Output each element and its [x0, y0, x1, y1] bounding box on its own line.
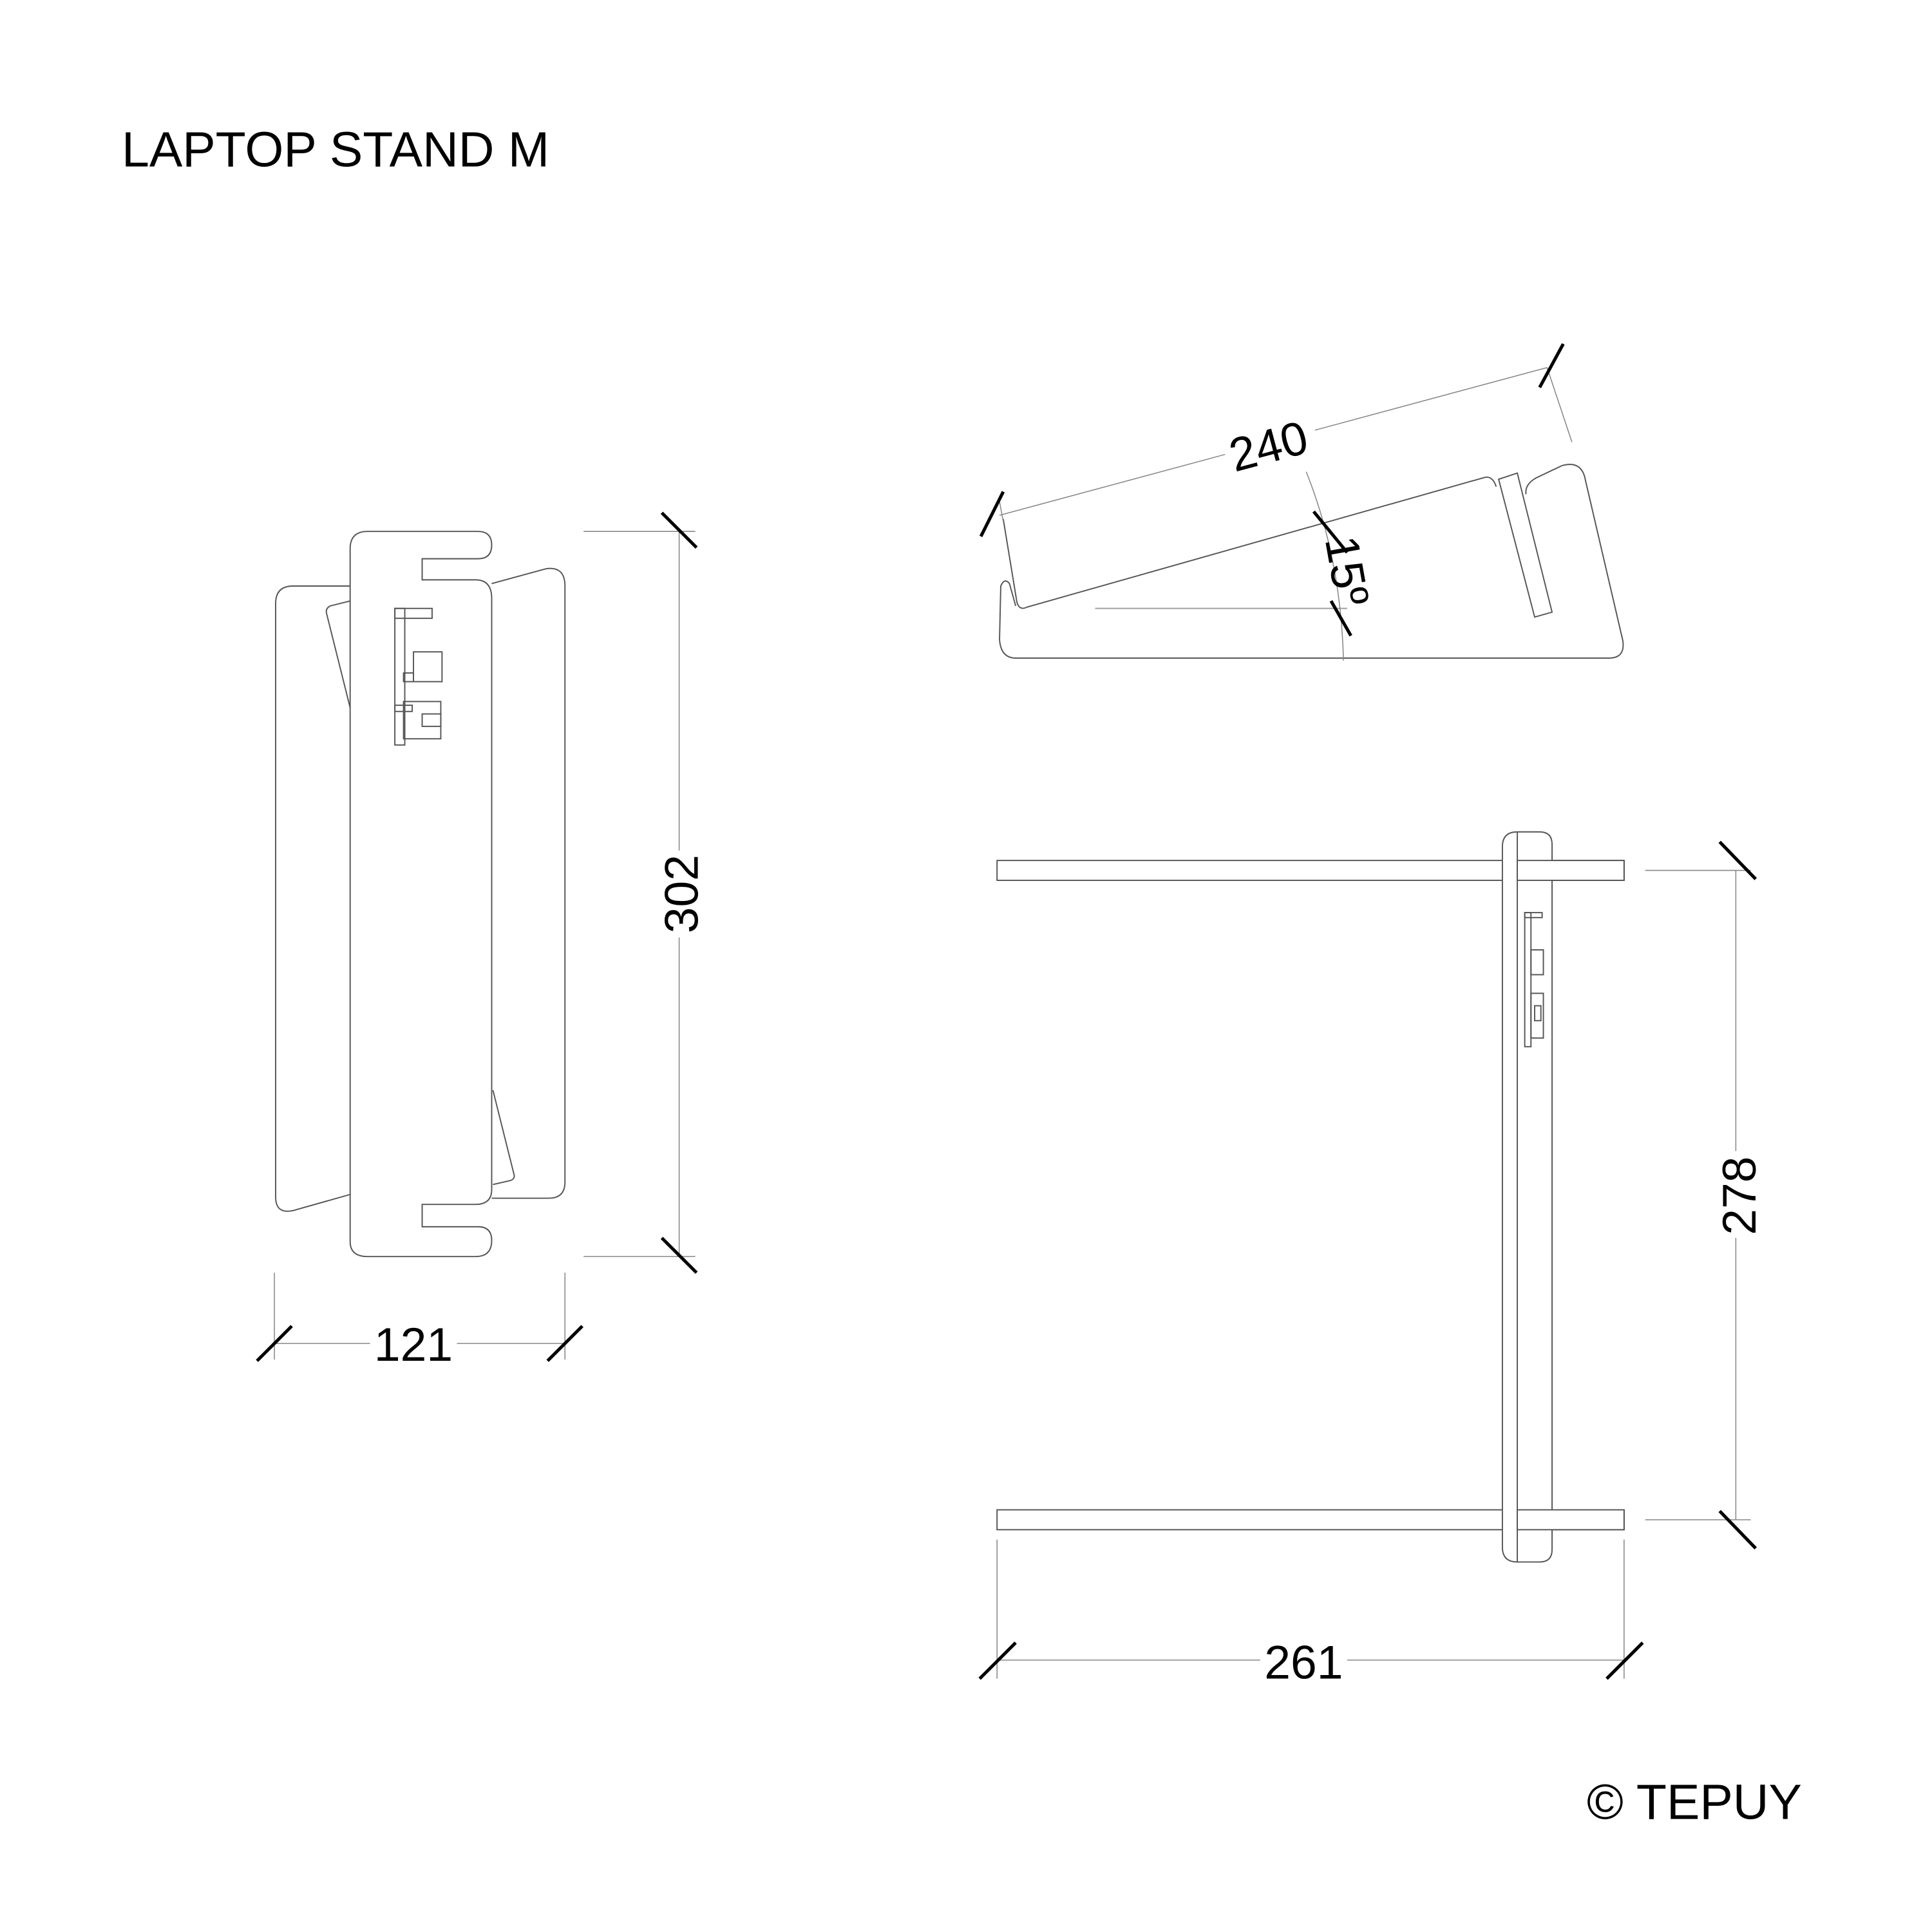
- dimension-tick: [1312, 510, 1349, 554]
- right-panel: [491, 567, 566, 1199]
- dimension-label-302: 302: [656, 855, 708, 933]
- rail-top-end: [1517, 860, 1625, 881]
- base-profile: [999, 464, 1624, 659]
- vertical-panel: [1501, 831, 1553, 1563]
- dimension-302: 302: [583, 511, 708, 1274]
- dimension-240: 240: [979, 343, 1573, 538]
- dimension-tick: [978, 1641, 1017, 1680]
- dimension-label-240: 240: [1224, 411, 1313, 482]
- dimension-tick: [660, 511, 698, 549]
- dimension-278: 278: [1645, 840, 1766, 1549]
- dimension-label-261: 261: [1264, 1636, 1343, 1689]
- top-view: 278 261: [978, 831, 1766, 1689]
- center-panel: [349, 531, 493, 1258]
- dimension-label-121: 121: [374, 1318, 453, 1371]
- dimension-angle-15: 15º: [1312, 510, 1379, 637]
- dimension-tick: [1605, 1641, 1644, 1680]
- support-slot: [1497, 472, 1553, 618]
- front-view: 302 121: [256, 511, 708, 1371]
- side-view: 240 15º: [979, 343, 1624, 661]
- dimension-tick: [256, 1325, 293, 1362]
- angle-arc: [1305, 471, 1344, 661]
- dimension-tick: [1718, 1510, 1757, 1549]
- rail-bottom-end: [1517, 1509, 1625, 1531]
- tepuy-logo-top: [1524, 912, 1544, 1048]
- back-panel: [275, 585, 350, 1212]
- top-plate: [1002, 477, 1497, 609]
- dimension-tick: [1329, 600, 1352, 637]
- dimension-tick: [546, 1325, 584, 1362]
- dimension-tick: [1538, 343, 1565, 388]
- dimension-121: 121: [256, 1273, 584, 1371]
- dimension-label-278: 278: [1713, 1157, 1766, 1235]
- drawing-title: LAPTOP STAND M: [122, 122, 549, 177]
- dimension-tick: [1718, 840, 1757, 880]
- dimension-tick: [660, 1236, 698, 1274]
- inner-slanted-piece-bottom: [492, 1090, 515, 1186]
- copyright-label: © TEPUY: [1587, 1775, 1802, 1830]
- dimension-label-15-degrees: 15º: [1315, 532, 1379, 610]
- tepuy-logo-front: [394, 607, 443, 746]
- dimension-tick: [979, 491, 1005, 538]
- inner-slanted-piece-top: [325, 600, 351, 708]
- dimension-261: 261: [978, 1539, 1644, 1689]
